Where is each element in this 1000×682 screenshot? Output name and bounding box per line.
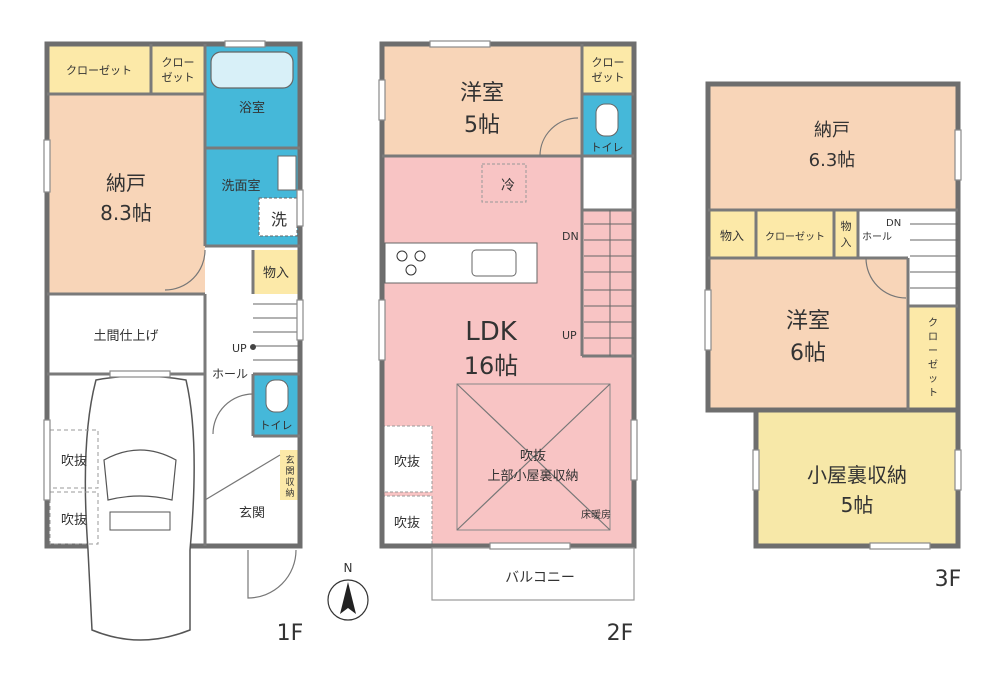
western-2f-label: 洋室: [460, 81, 504, 106]
closet-1-fill: [47, 44, 151, 94]
up-arrow-dot: [250, 344, 256, 350]
fridge-label: 冷: [501, 178, 515, 194]
storage-1f-fill: [253, 250, 300, 294]
up-label-1f: UP: [232, 342, 247, 355]
bathtub-icon: [210, 51, 294, 89]
void-1-label: 吹抜: [394, 454, 420, 470]
fridge-box: [481, 163, 527, 203]
western-3f-fill: [708, 258, 908, 410]
floor-3: 納戸 6.3帖 物入 クローゼット 物 入 DN ホール 洋室 6帖 ク ロ ー…: [704, 81, 962, 592]
storeroom-1f-fill: [47, 94, 205, 294]
storeroom-3f-label: 納戸: [814, 120, 850, 141]
closet-3f-v-char1: ク: [928, 317, 938, 329]
storeroom-3f-fill: [708, 84, 958, 210]
toilet-1f-label: トイレ: [260, 419, 293, 432]
storeroom-1f-label: 納戸: [106, 171, 146, 195]
closet-3f-v-fill: [908, 306, 958, 410]
attic-label: 小屋裏収納: [807, 463, 907, 487]
stove-icon: [396, 250, 426, 276]
toilet-1f-icon: [265, 379, 289, 413]
washbasin-icon: [277, 155, 297, 191]
storage-3f-2-fill: [834, 210, 858, 258]
western-3f-size: 6帖: [790, 341, 826, 366]
closet-3f-fill: [756, 210, 834, 258]
closet-3f-label: クローゼット: [765, 231, 825, 243]
closet-3f-v-char2: ロ: [928, 332, 938, 343]
hall-label-3f: ホール: [862, 231, 892, 243]
compass-label: N: [344, 561, 353, 575]
attic-fill: [756, 410, 958, 546]
stairs-2f: [584, 210, 634, 356]
car-icon: [84, 375, 195, 641]
bath-label: 浴室: [239, 100, 265, 116]
toilet-2f-label: トイレ: [591, 141, 624, 154]
closet-3f-v-char5: ッ: [928, 374, 938, 385]
closet-3f-v-char6: ト: [928, 388, 938, 399]
genkan-label: 玄関: [239, 506, 265, 521]
western-2f-fill: [382, 44, 582, 156]
storage-3f-1-fill: [708, 210, 756, 258]
storage-1f-label: 物入: [263, 266, 289, 281]
genkan-storage-char3: 収: [285, 476, 294, 488]
floor-2: 冷 洋室 5帖 クロー ゼット トイレ: [378, 40, 638, 646]
ldk-label: LDK: [465, 317, 518, 347]
floor-2-label: 2F: [607, 621, 634, 646]
western-2f-size: 5帖: [464, 113, 500, 138]
attic-size: 5帖: [841, 493, 874, 517]
western-3f-label: 洋室: [786, 309, 830, 334]
closet-2f-fill: [582, 44, 634, 94]
dn-label-2f: DN: [562, 230, 579, 243]
toilet-2f-icon: [595, 103, 619, 137]
hall-label-1f: ホール: [212, 367, 248, 381]
washroom-label: 洗面室: [221, 178, 260, 194]
closet-2-fill: [151, 44, 205, 94]
storeroom-3f-size: 6.3帖: [809, 150, 856, 171]
floor-heating-label: 床暖房: [581, 508, 611, 521]
storage-3f-1-label: 物入: [720, 229, 744, 243]
genkan-storage-fill: [280, 450, 300, 500]
stairs-1f: [253, 303, 300, 361]
closet-3f-v-char3: ー: [928, 346, 938, 357]
attic-above-label: 上部小屋裏収納: [487, 469, 578, 484]
closet-2-label-line2: ゼット: [162, 71, 195, 84]
fukinuke-1-label: 吹抜: [61, 453, 87, 469]
void-2-label: 吹抜: [394, 515, 420, 531]
stairs-3f: [910, 223, 958, 289]
storage-3f-2-line2: 入: [841, 236, 852, 249]
storeroom-1f-size: 8.3帖: [100, 201, 152, 225]
dn-label-3f: DN: [886, 218, 901, 229]
doma-label: 土間仕上げ: [93, 329, 158, 344]
up-label-2f: UP: [562, 329, 577, 342]
genkan-storage-char2: 関: [285, 466, 294, 477]
floor-1: 洗: [43, 40, 304, 646]
floor-1-label: 1F: [277, 621, 304, 646]
genkan-storage-char4: 納: [285, 487, 294, 499]
closet-2f-line2: ゼット: [592, 71, 625, 84]
closet-3f-v-char4: ゼ: [928, 359, 938, 371]
washer-label: 洗: [271, 210, 287, 229]
balcony-label: バルコニー: [505, 570, 575, 586]
fukinuke-2f-label: 吹抜: [520, 448, 546, 464]
storage-3f-2-line1: 物: [841, 219, 852, 233]
closet-2-label-line1: クロー: [162, 56, 195, 69]
floor-3-label: 3F: [935, 567, 962, 592]
compass-icon: N: [327, 561, 369, 621]
sink-icon: [471, 249, 517, 277]
void-2-box: [381, 495, 433, 547]
genkan-storage-char1: 玄: [285, 454, 294, 466]
fukinuke-2-box: [49, 491, 99, 545]
fukinuke-2-label: 吹抜: [61, 512, 87, 528]
closet-2f-line1: クロー: [592, 56, 625, 69]
ldk-size: 16帖: [464, 352, 519, 380]
closet-1-label: クローゼット: [66, 64, 132, 77]
void-1-box: [381, 425, 433, 493]
fukinuke-2f-box: [456, 383, 611, 531]
